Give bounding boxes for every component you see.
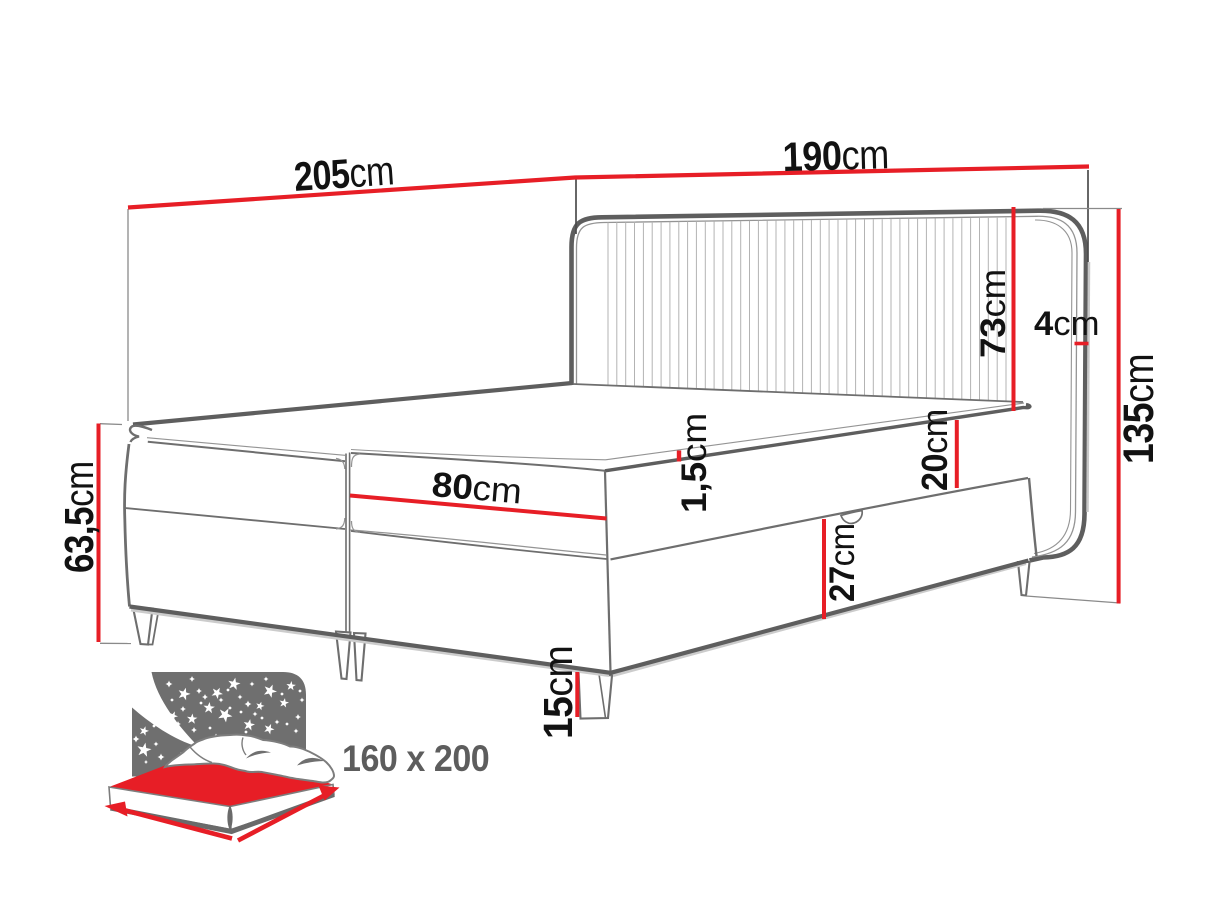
svg-text:190cm: 190cm <box>782 132 889 180</box>
svg-text:15cm: 15cm <box>536 646 581 739</box>
svg-text:1,5cm: 1,5cm <box>674 413 714 513</box>
svg-text:27cm: 27cm <box>823 523 862 602</box>
svg-text:73cm: 73cm <box>974 269 1013 358</box>
svg-text:63,5cm: 63,5cm <box>57 461 102 573</box>
svg-text:4cm: 4cm <box>1034 305 1099 343</box>
svg-text:205cm: 205cm <box>292 147 395 199</box>
svg-text:160 x 200: 160 x 200 <box>342 738 489 780</box>
svg-text:135cm: 135cm <box>1115 354 1163 464</box>
svg-text:20cm: 20cm <box>915 409 955 491</box>
svg-text:80cm: 80cm <box>430 464 523 511</box>
